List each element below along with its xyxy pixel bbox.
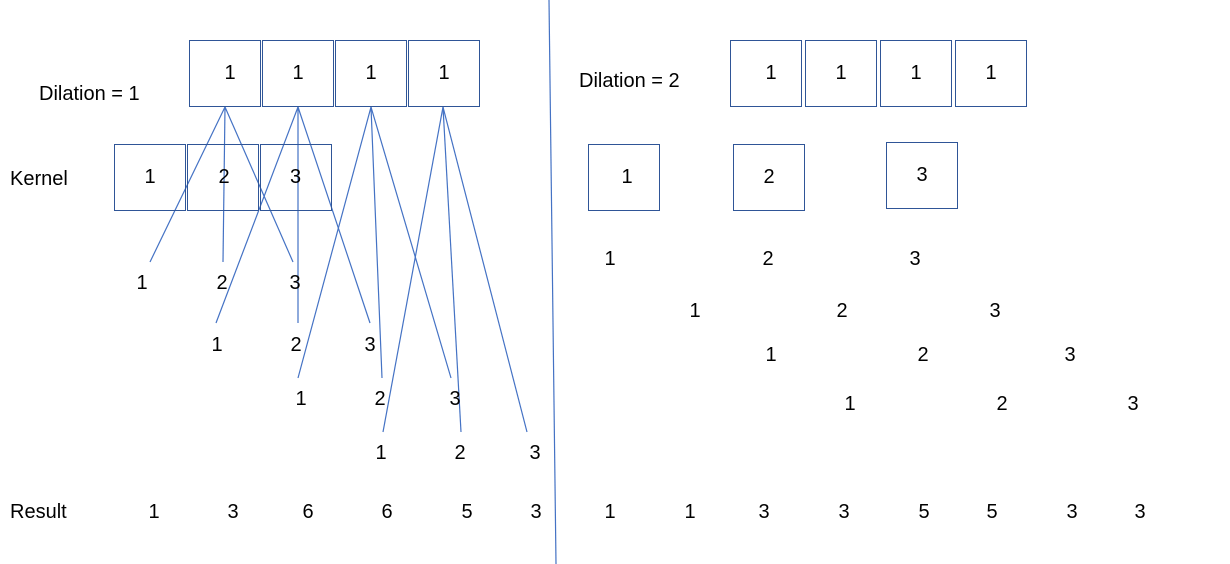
row-3-value: 3	[449, 388, 461, 410]
input-cell: 1	[880, 40, 952, 107]
row-1-value: 3	[289, 272, 301, 294]
dilation-2-title: Dilation = 2	[579, 70, 680, 92]
input-cell: 1	[805, 40, 877, 107]
kernel-cell: 2	[733, 144, 805, 211]
result-value: 1	[684, 501, 696, 523]
kernel-cell: 3	[260, 144, 332, 211]
row-3-value: 1	[765, 344, 777, 366]
result-value: 5	[461, 501, 473, 523]
input-cell: 1	[335, 40, 407, 107]
result-value: 1	[604, 501, 616, 523]
row-2-value: 2	[836, 300, 848, 322]
dilation-1-title: Dilation = 1	[39, 83, 140, 105]
row-2-value: 3	[989, 300, 1001, 322]
row-2-value: 1	[211, 334, 223, 356]
result-value: 3	[530, 501, 542, 523]
row-1-value: 3	[909, 248, 921, 270]
row-4-value: 1	[844, 393, 856, 415]
result-value: 5	[918, 501, 930, 523]
input-cell: 1	[955, 40, 1027, 107]
input-cell: 1	[262, 40, 334, 107]
row-3-value: 2	[917, 344, 929, 366]
result-value: 3	[1134, 501, 1146, 523]
result-value: 5	[986, 501, 998, 523]
row-3-value: 3	[1064, 344, 1076, 366]
kernel-cell: 2	[187, 144, 259, 211]
input-cell: 1	[189, 40, 261, 107]
row-3-value: 2	[374, 388, 386, 410]
result-value: 3	[227, 501, 239, 523]
kernel-cell: 1	[588, 144, 660, 211]
input-cell: 1	[408, 40, 480, 107]
row-1-value: 1	[136, 272, 148, 294]
result-value: 3	[838, 501, 850, 523]
row-4-value: 1	[375, 442, 387, 464]
kernel-label: Kernel	[10, 168, 68, 190]
result-value: 6	[302, 501, 314, 523]
kernel-cell: 3	[886, 142, 958, 209]
row-4-value: 2	[454, 442, 466, 464]
result-value: 1	[148, 501, 160, 523]
row-2-value: 2	[290, 334, 302, 356]
row-1-value: 2	[762, 248, 774, 270]
row-4-value: 2	[996, 393, 1008, 415]
row-2-value: 3	[364, 334, 376, 356]
row-1-value: 2	[216, 272, 228, 294]
kernel-cell: 1	[114, 144, 186, 211]
result-value: 3	[1066, 501, 1078, 523]
result-label: Result	[10, 501, 67, 523]
row-2-value: 1	[689, 300, 701, 322]
divider-line	[548, 0, 557, 564]
row-4-value: 3	[529, 442, 541, 464]
result-value: 6	[381, 501, 393, 523]
input-cell: 1	[730, 40, 802, 107]
row-1-value: 1	[604, 248, 616, 270]
row-4-value: 3	[1127, 393, 1139, 415]
result-value: 3	[758, 501, 770, 523]
row-3-value: 1	[295, 388, 307, 410]
